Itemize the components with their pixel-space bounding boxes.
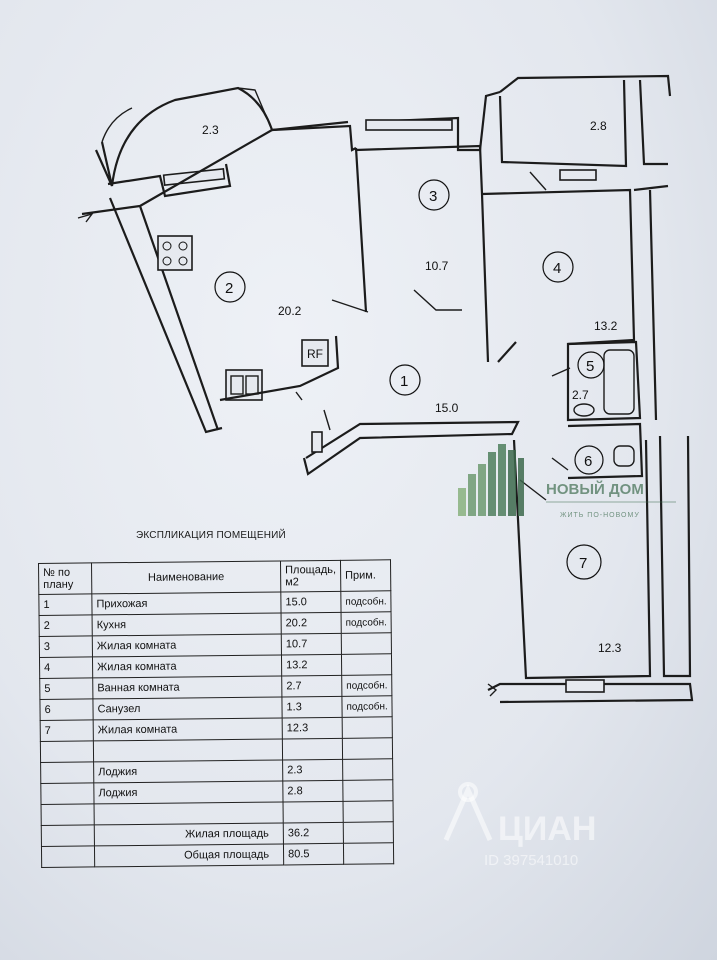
logo-slogan-text: ЖИТЬ ПО-НОВОМУ (560, 512, 640, 519)
room-number-5: 5 (577, 351, 605, 379)
living-area-label: Жилая площадь (94, 822, 284, 846)
room-1-area: 15.0 (435, 401, 459, 415)
room-2-area: 20.2 (278, 304, 302, 318)
header-number: № по плану (38, 562, 92, 595)
room-5-area: 2.7 (572, 388, 589, 402)
bathtub-icon (603, 349, 635, 415)
living-area-value: 36.2 (283, 822, 344, 844)
explication-table: № по плану Наименование Площадь, м2 Прим… (38, 559, 394, 868)
header-note: Прим. (340, 559, 392, 592)
room-number-3: 3 (418, 179, 450, 211)
cian-watermark: ЦИАН ID 397541010 (443, 782, 596, 869)
loggia-left-area: 2.3 (202, 123, 219, 137)
fridge-icon (301, 339, 329, 367)
room-number-1: 1 (389, 364, 421, 396)
explication-title: ЭКСПЛИКАЦИЯ ПОМЕЩЕНИЙ (136, 530, 286, 541)
total-area-value: 80.5 (283, 843, 344, 865)
svg-text:1: 1 (400, 373, 408, 390)
novyi-dom-logo: НОВЫЙ ДОМ ЖИТЬ ПО-НОВОМУ (458, 444, 676, 519)
loggia-left-outline (94, 86, 274, 187)
room-7-area: 12.3 (598, 641, 622, 655)
header-area: Площадь, м2 (280, 560, 341, 592)
room-number-4: 4 (542, 251, 574, 283)
wc-outline (567, 422, 644, 480)
kitchen-outline (81, 124, 357, 431)
room-3-area: 10.7 (425, 259, 449, 273)
svg-text:4: 4 (553, 260, 561, 277)
total-area-label: Общая площадь (94, 843, 284, 867)
loggia-right-outline (498, 74, 672, 168)
sink-icon (225, 369, 263, 401)
cian-text: ЦИАН (498, 810, 596, 848)
toilet-icon (613, 445, 635, 467)
svg-text:5: 5 (586, 358, 594, 375)
fridge-label: RF (307, 347, 323, 361)
room-3-outline (354, 90, 501, 313)
header-name: Наименование (91, 560, 281, 594)
total-area-row: Общая площадь 80.5 (41, 842, 394, 868)
room-7-outline (512, 435, 692, 680)
loggia-right-area: 2.8 (590, 119, 607, 133)
svg-text:3: 3 (429, 188, 437, 205)
svg-text:7: 7 (579, 555, 587, 572)
room-number-7: 7 (566, 544, 602, 580)
room-number-6: 6 (574, 445, 604, 475)
cian-id-text: ID 397541010 (484, 852, 578, 869)
stove-icon (157, 235, 193, 271)
cian-logo-icon (443, 782, 493, 842)
stove-burners-icon (162, 241, 188, 266)
logo-brand-text: НОВЫЙ ДОМ (546, 480, 644, 498)
svg-text:6: 6 (584, 453, 592, 470)
room-4-area: 13.2 (594, 319, 618, 333)
svg-text:2: 2 (225, 280, 233, 297)
bathroom-outline (566, 340, 642, 422)
room-number-2: 2 (214, 271, 246, 303)
hallway-outline (302, 420, 520, 476)
table-header-row: № по плану Наименование Площадь, м2 Прим… (38, 559, 392, 595)
washbasin-icon (573, 403, 595, 417)
